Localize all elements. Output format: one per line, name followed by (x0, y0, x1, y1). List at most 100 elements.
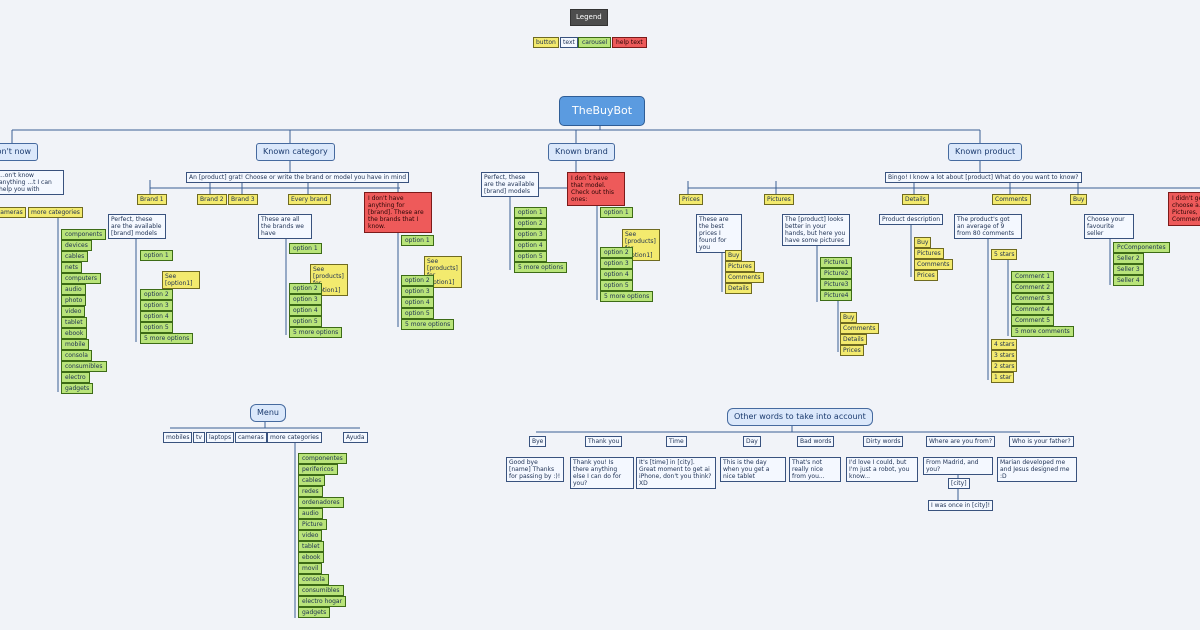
model-help-o4[interactable]: option 4 (600, 269, 633, 280)
menu-item-Picture[interactable]: Picture (298, 519, 327, 530)
brand-models-more[interactable]: 5 more options (140, 333, 194, 344)
all-brands-o2[interactable]: option 2 (289, 283, 322, 294)
brand-models-o2[interactable]: option 2 (140, 289, 173, 300)
menu-item-consumibles[interactable]: consumibles (298, 585, 344, 596)
menu-item-consola[interactable]: consola (298, 574, 329, 585)
stars-4[interactable]: 4 stars (991, 339, 1018, 350)
brand-option-more[interactable]: 5 more options (514, 262, 568, 273)
prices-action-comments[interactable]: Comments (725, 272, 764, 283)
details-action-comments[interactable]: Comments (914, 259, 953, 270)
picture-4[interactable]: Picture4 (820, 290, 853, 301)
seller-1[interactable]: PcComponentes (1113, 242, 1170, 253)
picture-action-prices[interactable]: Prices (840, 345, 864, 356)
brand-models-o4[interactable]: option 4 (140, 311, 173, 322)
brand-option-o4[interactable]: option 4 (514, 240, 547, 251)
btn-more-categories[interactable]: more categories (28, 207, 83, 218)
menu-tab-laptops[interactable]: laptops (206, 432, 235, 443)
menu-item-gadgets[interactable]: gadgets (298, 607, 331, 618)
comment-3[interactable]: Comment 3 (1011, 293, 1055, 304)
tab-pictures[interactable]: Pictures (764, 194, 794, 205)
btn-brand-3[interactable]: Brand 3 (228, 194, 258, 205)
word-where-are-you-from-[interactable]: Where are you from? (926, 436, 996, 447)
menu-ayuda[interactable]: Ayuda (343, 432, 368, 443)
brand-help-o2[interactable]: option 2 (401, 275, 434, 286)
menu-item-movil[interactable]: movil (298, 563, 323, 574)
comment-2[interactable]: Comment 2 (1011, 282, 1055, 293)
brand-models-o5[interactable]: option 5 (140, 322, 173, 333)
model-help-o5[interactable]: option 5 (600, 280, 633, 291)
brand-help-more[interactable]: 5 more options (401, 319, 455, 330)
brand-option-o2[interactable]: option 2 (514, 218, 547, 229)
all-brands-more[interactable]: 5 more options (289, 327, 343, 338)
btn-cameras[interactable]: cameras (0, 207, 26, 218)
menu-item-electro-hogar[interactable]: electro hogar (298, 596, 347, 607)
word-bye[interactable]: Bye (529, 436, 547, 447)
menu-tab-tv[interactable]: tv (193, 432, 205, 443)
model-help-option-1[interactable]: option 1 (600, 207, 633, 218)
tab-prices[interactable]: Prices (679, 194, 703, 205)
menu-item-ebook[interactable]: ebook (298, 552, 325, 563)
brand-help-o3[interactable]: option 3 (401, 286, 434, 297)
brand-help-option-1[interactable]: option 1 (401, 235, 434, 246)
btn-brand-2[interactable]: Brand 2 (197, 194, 227, 205)
brand-help-o5[interactable]: option 5 (401, 308, 434, 319)
stars-5[interactable]: 5 stars (991, 249, 1018, 260)
word-dirty-words[interactable]: Dirty words (863, 436, 904, 447)
brand-models-option-1[interactable]: option 1 (140, 250, 173, 261)
category-computers[interactable]: computers (61, 273, 102, 284)
picture-2[interactable]: Picture2 (820, 268, 853, 279)
picture-1[interactable]: Picture1 (820, 257, 853, 268)
menu-tab-mobiles[interactable]: mobiles (163, 432, 193, 443)
category-mobile[interactable]: mobile (61, 339, 90, 350)
brand-models-see-option[interactable]: See [option1] (162, 271, 200, 289)
picture-action-buy[interactable]: Buy (840, 312, 858, 323)
word-bad-words[interactable]: Bad words (797, 436, 835, 447)
comment-6[interactable]: 5 more comments (1011, 326, 1074, 337)
menu-item-video[interactable]: video (298, 530, 323, 541)
category-ebook[interactable]: ebook (61, 328, 88, 339)
word-thank-you[interactable]: Thank you (585, 436, 623, 447)
picture-3[interactable]: Picture3 (820, 279, 853, 290)
all-brands-o3[interactable]: option 3 (289, 294, 322, 305)
prices-action-details[interactable]: Details (725, 283, 752, 294)
stars-1[interactable]: 1 star (991, 372, 1015, 383)
category-cables[interactable]: cables (61, 251, 89, 262)
category-gadgets[interactable]: gadgets (61, 383, 94, 394)
word-day[interactable]: Day (743, 436, 761, 447)
brand-option-o1[interactable]: option 1 (514, 207, 547, 218)
category-components[interactable]: components (61, 229, 107, 240)
word-time[interactable]: Time (666, 436, 687, 447)
comment-4[interactable]: Comment 4 (1011, 304, 1055, 315)
tab-buy[interactable]: Buy (1070, 194, 1088, 205)
menu-item-ordenadores[interactable]: ordenadores (298, 497, 344, 508)
word-who-is-your-father-[interactable]: Who is your father? (1009, 436, 1074, 447)
prices-action-pictures[interactable]: Pictures (725, 261, 755, 272)
details-action-pictures[interactable]: Pictures (914, 248, 944, 259)
category-consola[interactable]: consola (61, 350, 92, 361)
category-electro[interactable]: electro (61, 372, 90, 383)
all-brands-o4[interactable]: option 4 (289, 305, 322, 316)
brand-help-o4[interactable]: option 4 (401, 297, 434, 308)
category-audio[interactable]: audio (61, 284, 86, 295)
tab-details[interactable]: Details (902, 194, 929, 205)
details-action-prices[interactable]: Prices (914, 270, 938, 281)
brand-models-o3[interactable]: option 3 (140, 300, 173, 311)
model-help-more[interactable]: 5 more options (600, 291, 654, 302)
menu-item-cables[interactable]: cables (298, 475, 326, 486)
category-consumibles[interactable]: consumibles (61, 361, 107, 372)
details-action-buy[interactable]: Buy (914, 237, 932, 248)
all-brands-o5[interactable]: option 5 (289, 316, 322, 327)
btn-every-brand[interactable]: Every brand (288, 194, 331, 205)
prices-action-buy[interactable]: Buy (725, 250, 743, 261)
btn-brand-1[interactable]: Brand 1 (137, 194, 167, 205)
menu-item-redes[interactable]: redes (298, 486, 323, 497)
menu-item-componentes[interactable]: componentes (298, 453, 347, 464)
model-help-o3[interactable]: option 3 (600, 258, 633, 269)
all-brands-see-option[interactable]: See [products] for [option1] (310, 264, 348, 296)
brand-option-o5[interactable]: option 5 (514, 251, 547, 262)
category-nets[interactable]: nets (61, 262, 82, 273)
menu-tab-more-categories[interactable]: more categories (267, 432, 322, 443)
picture-action-comments[interactable]: Comments (840, 323, 879, 334)
brand-option-o3[interactable]: option 3 (514, 229, 547, 240)
menu-item-audio[interactable]: audio (298, 508, 323, 519)
